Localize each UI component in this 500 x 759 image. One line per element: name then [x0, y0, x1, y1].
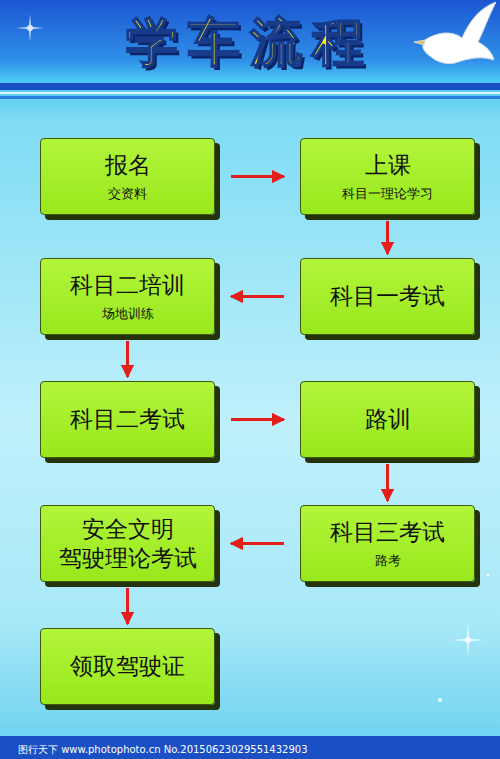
process-box: 科目三考试路考 — [300, 505, 475, 582]
step-title: 领取驾驶证 — [70, 652, 185, 681]
step-note: 交资料 — [108, 186, 147, 202]
step-title: 科目二培训 — [70, 271, 185, 300]
step-title: 上课 — [365, 151, 411, 180]
dove — [414, 2, 496, 64]
page-title: 学车流程 — [0, 8, 500, 78]
sparkles — [16, 14, 490, 702]
step-title: 科目二考试 — [70, 405, 185, 434]
flow-arrow — [231, 418, 284, 421]
flow-arrow — [231, 542, 284, 545]
footer-bar — [0, 736, 500, 759]
step-note: 科目一理论学习 — [342, 186, 433, 202]
process-box: 上课科目一理论学习 — [300, 138, 475, 215]
process-box: 科目二考试 — [40, 381, 215, 458]
flow-arrow — [126, 341, 129, 377]
step-title: 路训 — [365, 405, 411, 434]
step-title: 科目一考试 — [330, 282, 445, 311]
flow-arrow — [386, 221, 389, 254]
watermark: 图行天下 www.photophoto.cn No.20150623029551… — [18, 743, 308, 757]
header-rule — [0, 96, 500, 99]
step-note: 路考 — [375, 553, 401, 569]
flow-arrow — [126, 588, 129, 624]
header-rule — [0, 92, 500, 94]
process-box: 路训 — [300, 381, 475, 458]
step-title: 报名 — [105, 151, 151, 180]
step-title: 科目三考试 — [330, 518, 445, 547]
process-box: 科目二培训场地训练 — [40, 258, 215, 335]
step-title: 安全文明 驾驶理论考试 — [49, 515, 206, 573]
process-box: 领取驾驶证 — [40, 628, 215, 705]
flow-arrow — [231, 175, 284, 178]
flow-arrow — [386, 464, 389, 501]
process-box: 科目一考试 — [300, 258, 475, 335]
process-box: 报名交资料 — [40, 138, 215, 215]
flow-arrow — [231, 295, 284, 298]
process-box: 安全文明 驾驶理论考试 — [40, 505, 215, 582]
step-note: 场地训练 — [102, 306, 154, 322]
header-rule — [0, 83, 500, 90]
